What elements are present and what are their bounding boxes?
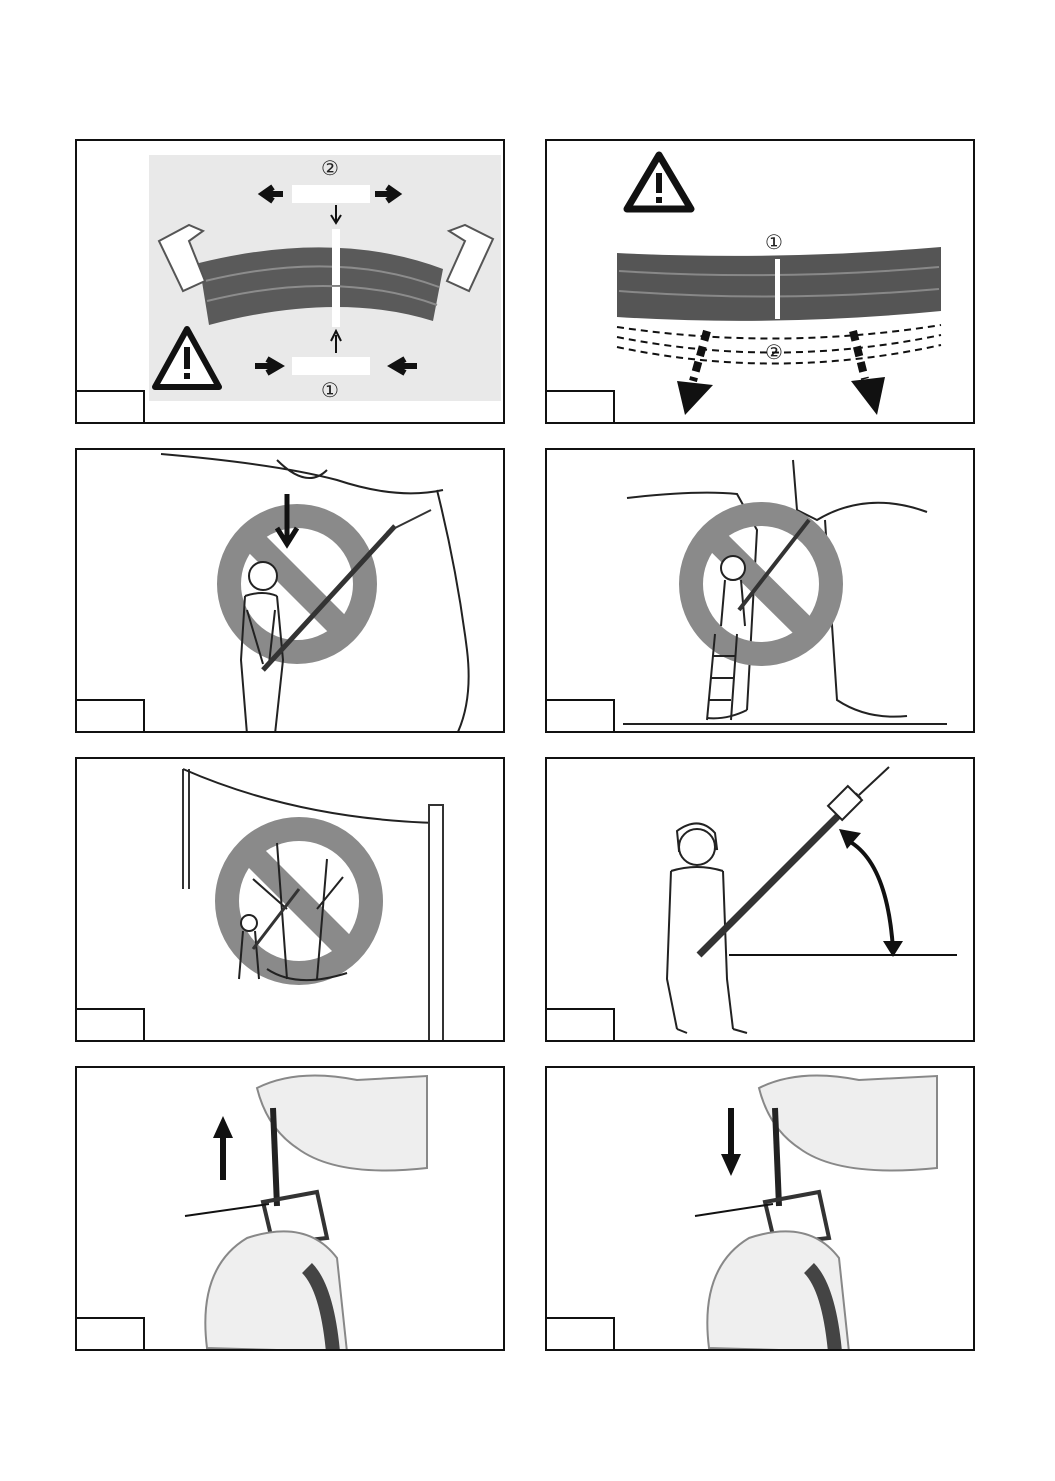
- chain-install-up-illustration: [77, 1068, 505, 1351]
- pointer-line: [185, 1204, 269, 1216]
- power-line: [183, 769, 437, 823]
- operator-figure: [667, 823, 747, 1033]
- no-power-lines-illustration: [77, 759, 505, 1042]
- no-ladder-illustration: [547, 450, 975, 733]
- figure-number-box: [545, 1317, 615, 1351]
- figure-number-box: [545, 1008, 615, 1042]
- figure-no-power-lines: [75, 757, 505, 1042]
- figure-chain-install-down: [545, 1066, 975, 1351]
- label-2: ②: [321, 156, 339, 180]
- figure-number-box: [75, 1317, 145, 1351]
- figure-branch-tension-compression: ② ①: [75, 139, 505, 424]
- utility-pole: [183, 769, 189, 889]
- angle-arc-icon: [845, 839, 893, 949]
- arrow-down-icon: [851, 377, 885, 415]
- branch-sag-illustration: ① ②: [547, 141, 975, 424]
- arrow-down-icon: [677, 381, 713, 415]
- operator-figure: [241, 915, 257, 931]
- figure-no-ladder: [545, 448, 975, 733]
- warning-triangle-icon: [627, 155, 691, 209]
- working-angle-illustration: [547, 759, 975, 1042]
- pointer-line: [695, 1204, 773, 1216]
- chain-install-down-illustration: [547, 1068, 975, 1351]
- figure-working-angle: [545, 757, 975, 1042]
- label-1: ①: [765, 230, 783, 254]
- gloved-hand-top: [257, 1076, 427, 1171]
- figure-chain-install-up: [75, 1066, 505, 1351]
- prohibition-icon: [227, 829, 371, 973]
- figure-no-cut-above-head: [75, 448, 505, 733]
- figure-number-box: [75, 1008, 145, 1042]
- bar-part: [273, 1108, 277, 1206]
- figure-number-box: [545, 390, 615, 424]
- bar-part: [775, 1108, 779, 1206]
- gloved-hand-top: [759, 1076, 937, 1171]
- no-cut-above-head-illustration: [77, 450, 505, 733]
- figure-number-box: [545, 699, 615, 733]
- label-1: ①: [321, 378, 339, 402]
- figure-number-box: [75, 390, 145, 424]
- utility-pole: [429, 805, 443, 1042]
- branch-tension-illustration: ② ①: [77, 141, 505, 424]
- figure-branch-sag: ① ②: [545, 139, 975, 424]
- figure-number-box: [75, 699, 145, 733]
